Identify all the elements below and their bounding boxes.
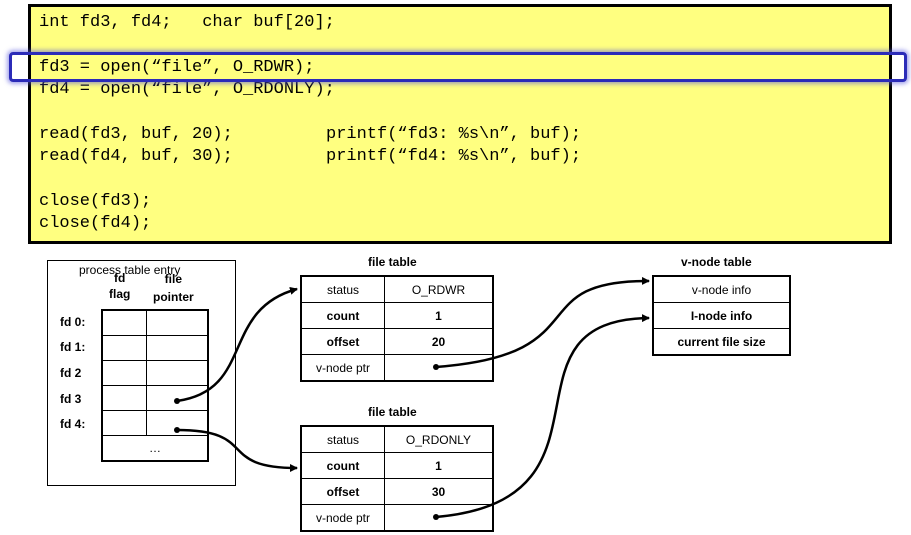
file-pointer-cell	[146, 360, 209, 386]
code-panel: int fd3, fd4; char buf[20]; fd3 = open(“…	[28, 4, 892, 244]
code-line-read-fd4: read(fd4, buf, 30);	[39, 147, 233, 166]
vnode-info-cell: v-node info	[652, 275, 791, 303]
file-table-2-title: file table	[368, 405, 417, 419]
file-pointer-cell	[146, 335, 209, 361]
process-table-title: process table entry	[79, 263, 181, 277]
file-table-1-to-vnode-info-arrow	[435, 276, 650, 369]
offset-value: 20	[384, 328, 494, 355]
fd3-pointer-dot	[174, 398, 180, 404]
fd-flag-header: fd flag	[109, 271, 131, 301]
vnode-ptr-label: v-node ptr	[300, 354, 385, 382]
code-line-close-fd3: close(fd3);	[39, 192, 152, 211]
fd-flag-cell	[101, 335, 147, 361]
fd-row-label: fd 3	[60, 392, 82, 406]
code-line-printf-fd4: printf(“fd4: %s\n”, buf);	[326, 147, 582, 166]
fd4-to-file-table-2-arrow	[176, 428, 298, 472]
code-line-read-fd3: read(fd3, buf, 20);	[39, 125, 233, 144]
code-line-open-fd3: fd3 = open(“file”, O_RDWR);	[39, 58, 315, 77]
file-table-2-to-inode-info-arrow	[435, 314, 650, 519]
fd-grid-row	[101, 360, 209, 386]
status-label: status	[300, 425, 385, 453]
inode-info-cell: I-node info	[652, 302, 791, 329]
offset-label: offset	[300, 328, 385, 355]
vnode-table-title: v-node table	[681, 255, 752, 269]
fd-row-label: fd 1:	[60, 340, 86, 354]
fd-row-label: fd 0:	[60, 315, 86, 329]
status-label: status	[300, 275, 385, 303]
fd-flag-cell	[101, 410, 147, 436]
fd-flag-cell	[101, 360, 147, 386]
count-label: count	[300, 302, 385, 329]
offset-value: 30	[384, 478, 494, 505]
vnode-ptr-1-dot	[433, 364, 439, 370]
fd3-to-file-table-1-arrow	[176, 286, 298, 403]
code-line-open-fd4: fd4 = open(“file”, O_RDONLY);	[39, 80, 335, 99]
fd4-pointer-dot	[174, 427, 180, 433]
code-line-close-fd4: close(fd4);	[39, 214, 152, 233]
fd-row-label: fd 2	[60, 366, 82, 380]
fd-row-label: fd 4:	[60, 417, 86, 431]
highlight-box	[9, 52, 907, 82]
fd-grid-row	[101, 335, 209, 361]
offset-label: offset	[300, 478, 385, 505]
file-table-1-title: file table	[368, 255, 417, 269]
vnode-ptr-2-dot	[433, 514, 439, 520]
status-value: O_RDWR	[384, 275, 494, 303]
fd-flag-cell	[101, 385, 147, 411]
code-line-declarations: int fd3, fd4; char buf[20];	[39, 13, 335, 32]
fd-grid: …	[101, 309, 209, 462]
current-file-size-cell: current file size	[652, 328, 791, 356]
status-value: O_RDONLY	[384, 425, 494, 453]
file-pointer-header: file pointer	[153, 272, 194, 304]
vnode-table: v-node info I-node info current file siz…	[652, 275, 791, 356]
fd-grid-row: …	[101, 435, 209, 462]
code-line-printf-fd3: printf(“fd3: %s\n”, buf);	[326, 125, 582, 144]
fd-grid-ellipsis: …	[101, 435, 209, 462]
